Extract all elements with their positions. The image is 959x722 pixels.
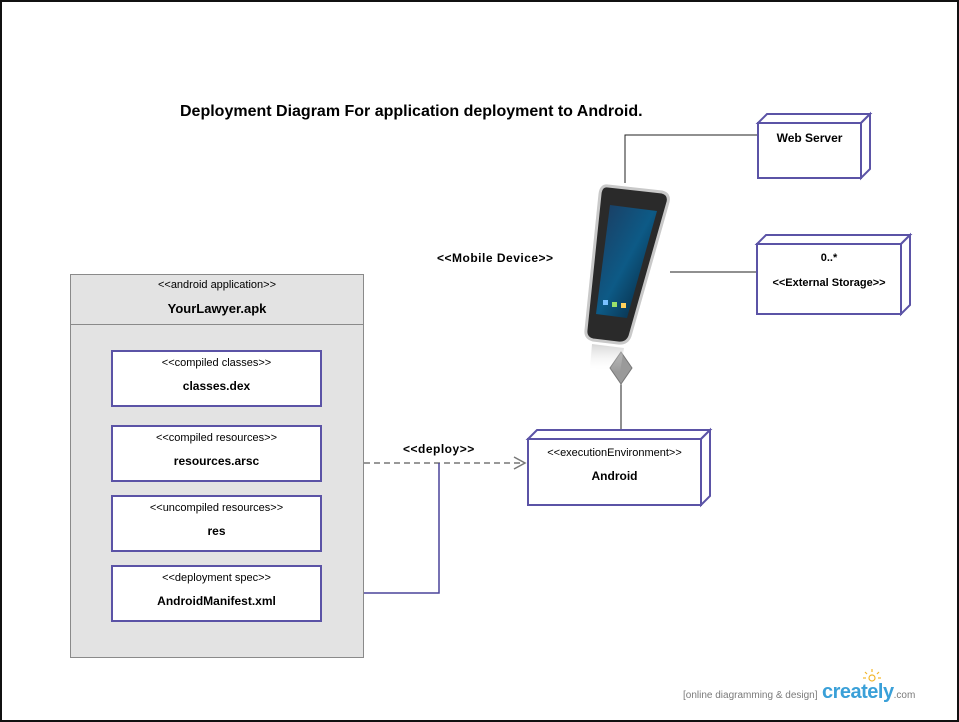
footer-domain: .com: [893, 690, 916, 701]
artifact-stereotype: <<compiled resources>>: [155, 432, 278, 444]
package-name: YourLawyer.apk: [167, 301, 267, 316]
artifact-stereotype: <<deployment spec>>: [162, 572, 271, 584]
artifact-res: <<uncompiled resources>> res: [111, 495, 322, 552]
execution-environment-node-shape: [525, 427, 713, 508]
creately-footer: [online diagramming & design] creately.c…: [683, 681, 915, 704]
web-server-node-shape: [755, 111, 873, 181]
package-stereotype: <<android application>>: [157, 279, 277, 291]
artifact-stereotype: <<uncompiled resources>>: [149, 502, 284, 514]
artifact-android-manifest: <<deployment spec>> AndroidManifest.xml: [111, 565, 322, 622]
external-storage-stereotype: <<External Storage>>: [772, 277, 886, 289]
web-server-node: Web Server: [776, 131, 843, 145]
artifact-stereotype: <<compiled classes>>: [161, 357, 272, 369]
package-header: <<android application>> YourLawyer.apk: [71, 275, 363, 325]
artifact-name: res: [207, 524, 226, 538]
artifact-classes-dex: <<compiled classes>> classes.dex: [111, 350, 322, 407]
sun-icon: [863, 669, 881, 682]
diagram-title: Deployment Diagram For application deplo…: [180, 103, 643, 120]
external-storage-node-shape: [754, 232, 913, 317]
deploy-label: <<deploy>>: [403, 442, 475, 456]
footer-tagline: [online diagramming & design]: [683, 690, 818, 701]
deploy-arrowhead: [513, 456, 527, 470]
artifact-name: AndroidManifest.xml: [157, 594, 276, 608]
creately-logo: creately: [821, 681, 894, 703]
artifact-name: classes.dex: [182, 379, 251, 393]
execution-environment-name: Android: [591, 469, 638, 483]
execution-environment-stereotype: <<executionEnvironment>>: [547, 447, 682, 459]
android-application-package: <<android application>> YourLawyer.apk <…: [70, 274, 364, 658]
artifact-name: resources.arsc: [173, 454, 260, 468]
mobile-device-label: <<Mobile Device>>: [437, 251, 554, 265]
artifact-resources-arsc: <<compiled resources>> resources.arsc: [111, 425, 322, 482]
web-server-connector: [624, 134, 757, 183]
external-storage-multiplicity: 0..*: [820, 252, 838, 264]
mobile-phone-image: [584, 184, 670, 372]
